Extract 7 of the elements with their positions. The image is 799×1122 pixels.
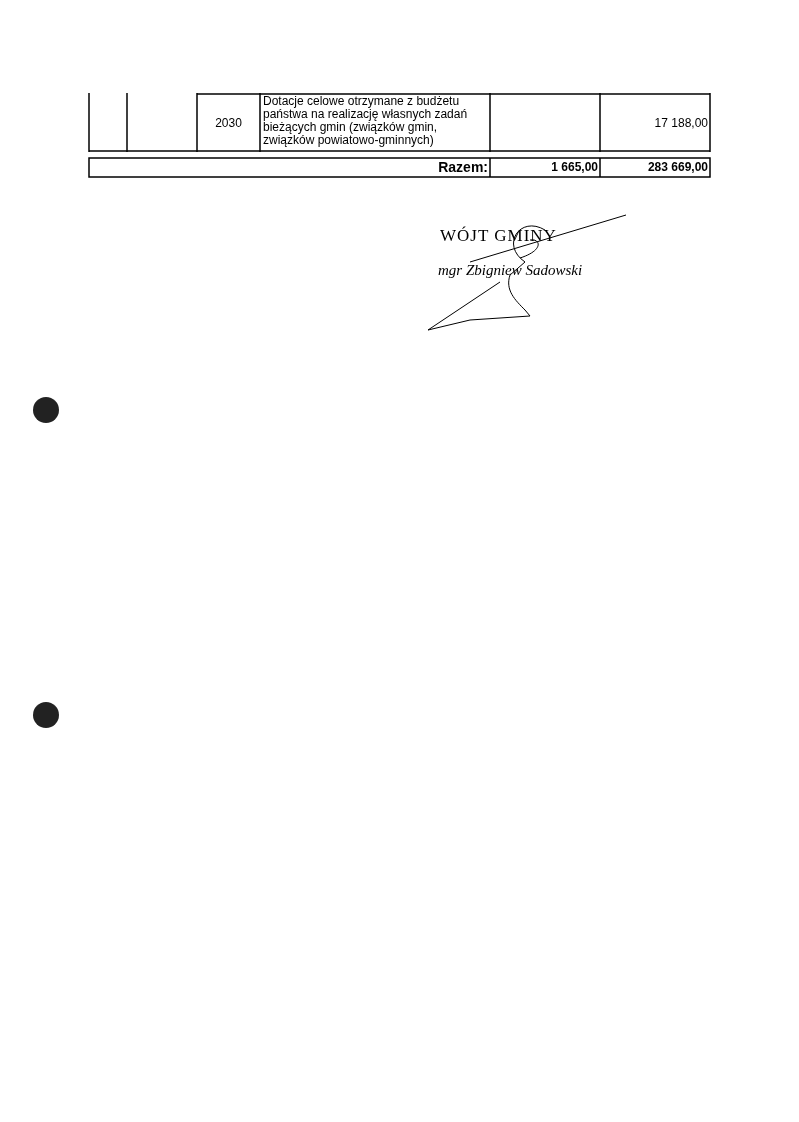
code-cell: 2030 <box>215 116 242 130</box>
description-cell: Dotacje celowe otrzymane z budżetu państwa na realizację własnych zadań bieżących gmin (związków gmin, związków powiatowo-gminnych) <box>263 94 468 147</box>
total-amount: 283 669,00 <box>647 161 708 174</box>
total-amount: 1 665,00 <box>551 161 598 174</box>
stamp-title: WÓJT GMINY <box>440 226 557 245</box>
amount-cell: 17 188,00 <box>654 116 708 130</box>
total-label: Razem: <box>438 161 488 174</box>
